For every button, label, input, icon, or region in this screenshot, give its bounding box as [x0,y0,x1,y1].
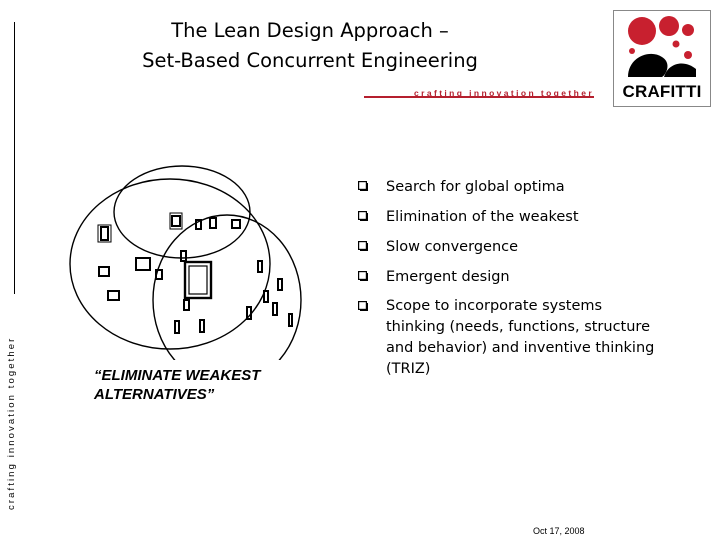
checkbox-icon [358,271,368,281]
alternative-marker [174,320,180,334]
checkbox-icon [358,181,368,191]
alternative-marker [209,217,217,229]
alternative-marker [288,313,293,327]
left-set-ellipse [69,178,271,350]
left-vertical-rule [14,22,15,294]
list-item: Elimination of the weakest [356,206,656,228]
list-item: Slow convergence [356,236,656,258]
footer-date: Oct 17, 2008 [533,526,585,536]
alternative-marker [195,219,202,230]
logo-wordmark: CRAFITTI [622,82,702,101]
alternative-marker [98,266,110,277]
checkbox-icon [358,241,368,251]
bullet-text: Search for global optima [386,179,565,195]
list-item: Search for global optima [356,176,656,198]
diagram-caption: “ELIMINATE WEAKEST ALTERNATIVES” [94,366,294,404]
logo-figures-icon [628,16,696,77]
alternative-marker [231,219,241,229]
alternative-marker [272,302,278,316]
list-item: Emergent design [356,266,656,288]
highlighted-alternative [97,212,183,243]
bullet-text: Emergent design [386,269,510,285]
right-set-ellipse [152,214,302,360]
alternative-marker [171,215,181,227]
checkbox-icon [358,211,368,221]
bullet-list: Search for global optima Elimination of … [356,176,656,388]
bullet-text: Scope to incorporate systems thinking (n… [386,298,655,377]
caption-line-1: “ELIMINATE WEAKEST [94,367,261,384]
selected-alternative [183,260,213,300]
header-rule [364,96,594,98]
crafitti-logo: CRAFITTI [613,10,711,107]
alternative-marker [263,290,269,303]
page-title: The Lean Design Approach – Set-Based Con… [80,16,540,76]
list-item: Scope to incorporate systems thinking (n… [356,296,656,380]
alternative-marker [100,226,109,241]
alternative-marker [257,260,263,273]
alternative-marker [155,269,163,280]
set-based-diagram [69,165,302,360]
bullet-text: Elimination of the weakest [386,209,579,225]
header-tagline: crafting innovation together [414,88,595,98]
bullet-text: Slow convergence [386,239,519,255]
alternative-marker [277,278,283,291]
title-line-1: The Lean Design Approach – [171,19,449,42]
checkbox-icon [358,301,368,311]
alternative-marker [183,299,190,311]
title-line-2: Set-Based Concurrent Engineering [142,49,478,72]
caption-line-2: ALTERNATIVES” [94,386,215,403]
alternative-marker [199,319,205,333]
alternative-marker [135,257,151,271]
alternative-marker [107,290,120,301]
alternative-marker [246,306,252,320]
sidebar-tagline: crafting innovation together [6,336,17,510]
alternative-marker [180,250,187,262]
